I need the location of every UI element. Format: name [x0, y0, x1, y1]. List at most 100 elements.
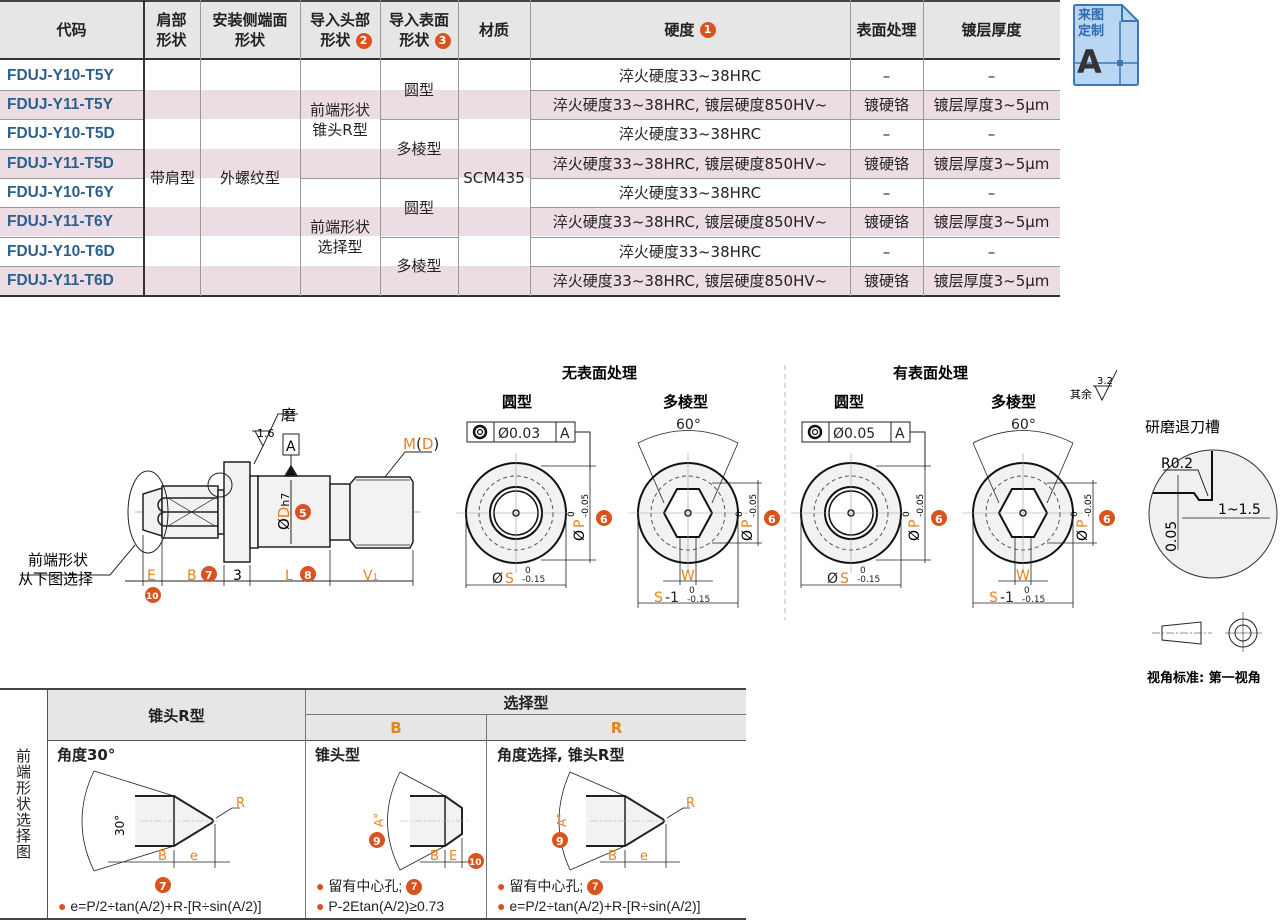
section-label: 0: [1024, 586, 1030, 596]
divider: [380, 178, 458, 179]
cone-r-drawing: [81, 770, 240, 872]
roughness-value: 1.6: [257, 427, 275, 440]
header-select: 选择型: [306, 690, 746, 714]
product-code[interactable]: FDUJ-Y10-T6D: [7, 242, 115, 260]
drawing-mark: [910, 431, 926, 470]
drawing-mark: [963, 453, 1083, 573]
badge-9: 9: [373, 835, 381, 848]
round-label: 圆型: [502, 393, 532, 411]
drawing-mark: [972, 430, 1074, 504]
header-sub-B: B: [306, 715, 486, 740]
treatment-value: –: [882, 66, 891, 85]
head-shape-value: 前端形状锥头R型: [309, 100, 370, 139]
round-label: 圆型: [834, 393, 864, 411]
surface-shape-value: 圆型: [403, 198, 434, 217]
P-upper: 0: [567, 511, 577, 517]
thickness-value: –: [987, 183, 996, 202]
cone-drawing: [387, 771, 475, 871]
divider: [0, 149, 143, 150]
P-label: P: [907, 520, 923, 528]
drawing-mark: [596, 510, 612, 526]
product-code[interactable]: FDUJ-Y11-T6D: [7, 271, 114, 289]
header-head-shape: 导入头部形状 2: [309, 11, 372, 49]
section-label: Ø0.03: [498, 426, 540, 442]
treatment-value: –: [882, 124, 891, 143]
badge-7: 7: [205, 569, 213, 582]
divider: [0, 178, 143, 179]
product-code[interactable]: FDUJ-Y10-T5D: [7, 125, 115, 142]
header-treatment: 表面处理: [856, 21, 917, 39]
surface-shape-value: 多棱型: [396, 139, 442, 158]
product-code[interactable]: FDUJ-Y10-T6Y: [7, 183, 114, 201]
P-lower: -0.05: [749, 494, 759, 517]
dim-3: 3: [233, 568, 242, 584]
hardness-value: 淬火硬度33~38HRC: [618, 242, 762, 261]
drawing-mark: [791, 453, 911, 573]
divider: [48, 740, 746, 741]
section-label: 0: [860, 566, 866, 576]
hardness-value: 淬火硬度33~38HRC, 镀层硬度850HV~: [552, 212, 828, 231]
select-below-label: 从下图选择: [18, 570, 93, 588]
p-dimension-label: ØP0-0.05: [1070, 494, 1094, 541]
section-label: -0.15: [687, 595, 710, 605]
section-no-treatment: 无表面处理 圆型 多棱型: [502, 364, 708, 411]
badge-circle: [145, 587, 161, 603]
drawing-mark: [811, 428, 819, 436]
technical-drawing: 磨 1.6 A M(D) ØDh7 5 前端形状 从下图选择 E B 7 3 L…: [18, 364, 1278, 685]
header-thickness: 镀层厚度: [961, 21, 1022, 39]
divider: [0, 207, 143, 208]
product-code[interactable]: FDUJ-Y11-T5Y: [7, 95, 113, 113]
angle-A: A°: [555, 813, 569, 827]
drawing-mark: [712, 480, 762, 546]
angle-A-group: A°: [372, 813, 386, 827]
badge-9: 9: [556, 835, 564, 848]
badge-text: 来图 定制: [1078, 8, 1104, 40]
drawing-mark: [541, 463, 596, 563]
section-label: 6: [768, 513, 776, 526]
badge-line2: 定制: [1078, 24, 1105, 39]
badge-circle: [201, 566, 217, 582]
P-upper: 0: [1070, 511, 1080, 517]
P-lower: -0.05: [581, 494, 591, 517]
hardness-value: 淬火硬度33~38HRC: [618, 124, 762, 143]
groove-detail: [1148, 449, 1278, 579]
divider: [530, 149, 1060, 150]
rest-label: 其余: [1070, 387, 1092, 401]
divider: [380, 0, 381, 296]
drawing-mark: [807, 424, 823, 440]
dim-L: L: [285, 568, 293, 584]
angle-30-group: 30°: [113, 815, 127, 836]
product-code[interactable]: FDUJ-Y11-T5D: [7, 154, 114, 172]
rest-roughness: 3.2: [1097, 376, 1113, 387]
badge-circle: [369, 832, 385, 848]
P-lower: -0.05: [916, 494, 926, 517]
drawing-mark: [764, 510, 780, 526]
divider: [486, 715, 487, 918]
tip-drawings: R B e 30° 7 B E 10 A° 9: [81, 770, 695, 893]
badge-circle: [300, 566, 316, 582]
center-hole-note: ● 留有中心孔; 7: [497, 876, 604, 896]
material-value: SCM435: [463, 169, 525, 187]
custom-drawing-badge[interactable]: 来图 定制 A: [1072, 3, 1140, 87]
groove-radius: R0.2: [1161, 456, 1193, 472]
divider: [530, 207, 1060, 208]
phi: Ø: [740, 530, 756, 541]
badge-line1: 来图: [1078, 8, 1105, 23]
P-upper: 0: [735, 511, 745, 517]
divider: [530, 178, 1060, 179]
P-lower: -0.05: [1084, 494, 1094, 517]
product-code[interactable]: FDUJ-Y11-T6Y: [7, 213, 113, 230]
divider: [458, 0, 459, 296]
groove-title: 研磨退刀槽: [1145, 418, 1220, 436]
section-label: W: [1016, 568, 1030, 584]
section-label: 0: [525, 566, 531, 576]
section-label: A: [895, 426, 905, 442]
groove-width: 1~1.5: [1218, 502, 1261, 518]
product-code[interactable]: FDUJ-Y10-T5Y: [7, 66, 114, 84]
header-material: 材质: [478, 21, 509, 39]
label-e: e: [640, 849, 648, 864]
divider: [300, 178, 380, 179]
col1-title: 角度30°: [57, 746, 116, 764]
projection-label: 视角标准: 第一视角: [1147, 670, 1261, 685]
drawing-mark: [931, 510, 947, 526]
